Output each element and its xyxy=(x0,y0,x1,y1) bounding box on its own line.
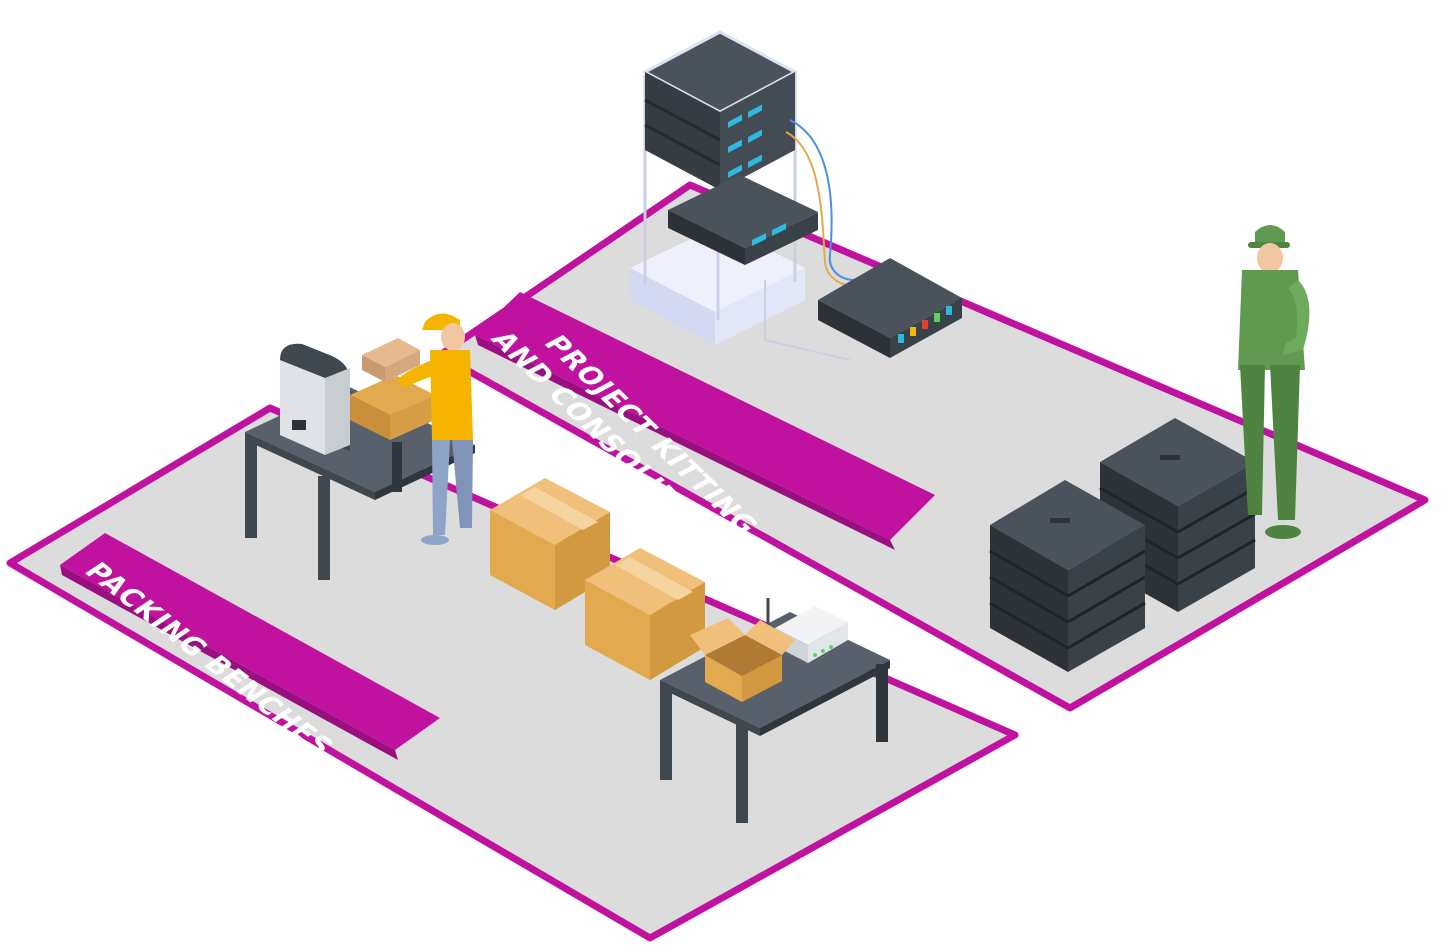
cardboard-box-icon xyxy=(350,338,435,440)
cardboard-box-icon xyxy=(690,618,795,702)
network-switch-icon xyxy=(818,258,962,358)
packing-worker-icon xyxy=(397,313,473,545)
cardboard-box-icon xyxy=(490,478,610,610)
soldier-worker-icon xyxy=(1238,225,1310,539)
printer-icon xyxy=(280,343,350,455)
server-rack-icon xyxy=(630,30,856,361)
cardboard-box-icon xyxy=(585,548,705,680)
server-stack-icon xyxy=(989,418,1256,672)
